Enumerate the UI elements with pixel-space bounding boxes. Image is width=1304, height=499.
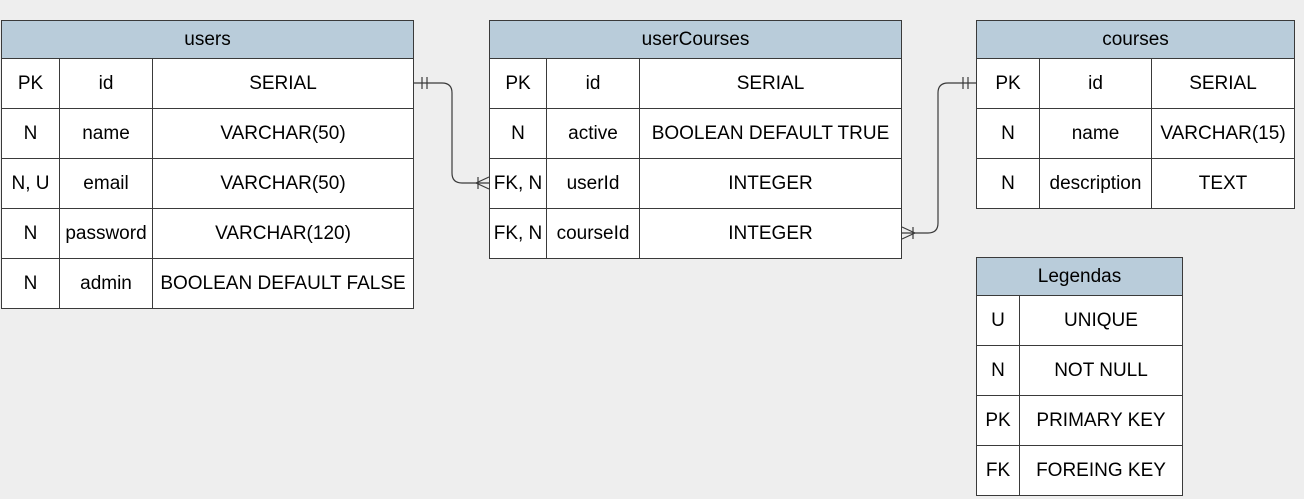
table-row: N description TEXT: [977, 159, 1294, 208]
users-usercourses-relationship: [414, 77, 490, 190]
column-type-cell: BOOLEAN DEFAULT FALSE: [160, 272, 406, 294]
table-row: PK id SERIAL: [490, 59, 901, 109]
table-row: N, U email VARCHAR(50): [2, 159, 413, 209]
column-name-cell: admin: [60, 259, 153, 308]
legend-row: U UNIQUE: [977, 296, 1182, 346]
legend-key-cell: PK: [977, 396, 1020, 445]
column-type-cell: VARCHAR(50): [220, 172, 346, 194]
courses-table-title: courses: [977, 21, 1294, 59]
legend-meaning-cell: PRIMARY KEY: [1036, 409, 1166, 431]
column-type-cell: SERIAL: [1189, 72, 1257, 94]
courses-usercourses-relationship: [901, 77, 976, 240]
key-cell: N: [2, 209, 60, 258]
key-cell: FK, N: [490, 209, 547, 258]
column-type-cell: BOOLEAN DEFAULT TRUE: [651, 122, 890, 144]
users-table-title: users: [2, 21, 413, 59]
table-row: N name VARCHAR(50): [2, 109, 413, 159]
legend-key-cell: N: [977, 346, 1020, 395]
legend-row: FK FOREING KEY: [977, 446, 1182, 495]
table-row: N password VARCHAR(120): [2, 209, 413, 259]
column-type-cell: INTEGER: [728, 222, 813, 244]
legend-title: Legendas: [977, 258, 1182, 296]
legend-table: Legendas U UNIQUE N NOT NULL PK PRIMARY …: [976, 257, 1183, 496]
column-name-cell: name: [1040, 109, 1152, 158]
legend-meaning-cell: FOREING KEY: [1036, 459, 1166, 481]
key-cell: N: [2, 259, 60, 308]
column-type-cell: INTEGER: [728, 172, 813, 194]
legend-key-cell: FK: [977, 446, 1020, 495]
column-type-cell: VARCHAR(50): [220, 122, 346, 144]
column-type-cell: SERIAL: [736, 72, 805, 94]
key-cell: N: [490, 109, 547, 158]
key-cell: PK: [490, 59, 547, 108]
key-cell: PK: [2, 59, 60, 108]
legend-key-cell: U: [977, 296, 1020, 345]
column-name-cell: active: [547, 109, 640, 158]
column-name-cell: description: [1040, 159, 1152, 208]
table-row: N active BOOLEAN DEFAULT TRUE: [490, 109, 901, 159]
column-type-cell: VARCHAR(15): [1160, 122, 1286, 144]
usercourses-table-title: userCourses: [490, 21, 901, 59]
table-row: N admin BOOLEAN DEFAULT FALSE: [2, 259, 413, 308]
column-name-cell: id: [547, 59, 640, 108]
legend-row: N NOT NULL: [977, 346, 1182, 396]
column-type-cell: VARCHAR(120): [215, 222, 351, 244]
column-name-cell: password: [60, 209, 153, 258]
column-name-cell: userId: [547, 159, 640, 208]
legend-meaning-cell: NOT NULL: [1054, 359, 1148, 381]
column-name-cell: name: [60, 109, 153, 158]
table-row: PK id SERIAL: [2, 59, 413, 109]
table-row: FK, N courseId INTEGER: [490, 209, 901, 258]
column-name-cell: id: [1040, 59, 1152, 108]
key-cell: FK, N: [490, 159, 547, 208]
usercourses-table: userCourses PK id SERIAL N active BOOLEA…: [489, 20, 902, 259]
column-type-cell: TEXT: [1198, 172, 1248, 194]
key-cell: N: [977, 159, 1040, 208]
courses-table: courses PK id SERIAL N name VARCHAR(15) …: [976, 20, 1295, 209]
key-cell: N, U: [2, 159, 60, 208]
table-row: FK, N userId INTEGER: [490, 159, 901, 209]
key-cell: N: [2, 109, 60, 158]
key-cell: N: [977, 109, 1040, 158]
column-name-cell: courseId: [547, 209, 640, 258]
users-table: users PK id SERIAL N name VARCHAR(50) N,…: [1, 20, 414, 309]
column-name-cell: id: [60, 59, 153, 108]
column-name-cell: email: [60, 159, 153, 208]
key-cell: PK: [977, 59, 1040, 108]
table-row: PK id SERIAL: [977, 59, 1294, 109]
column-type-cell: SERIAL: [249, 72, 317, 94]
legend-meaning-cell: UNIQUE: [1064, 309, 1138, 331]
table-row: N name VARCHAR(15): [977, 109, 1294, 159]
legend-row: PK PRIMARY KEY: [977, 396, 1182, 446]
